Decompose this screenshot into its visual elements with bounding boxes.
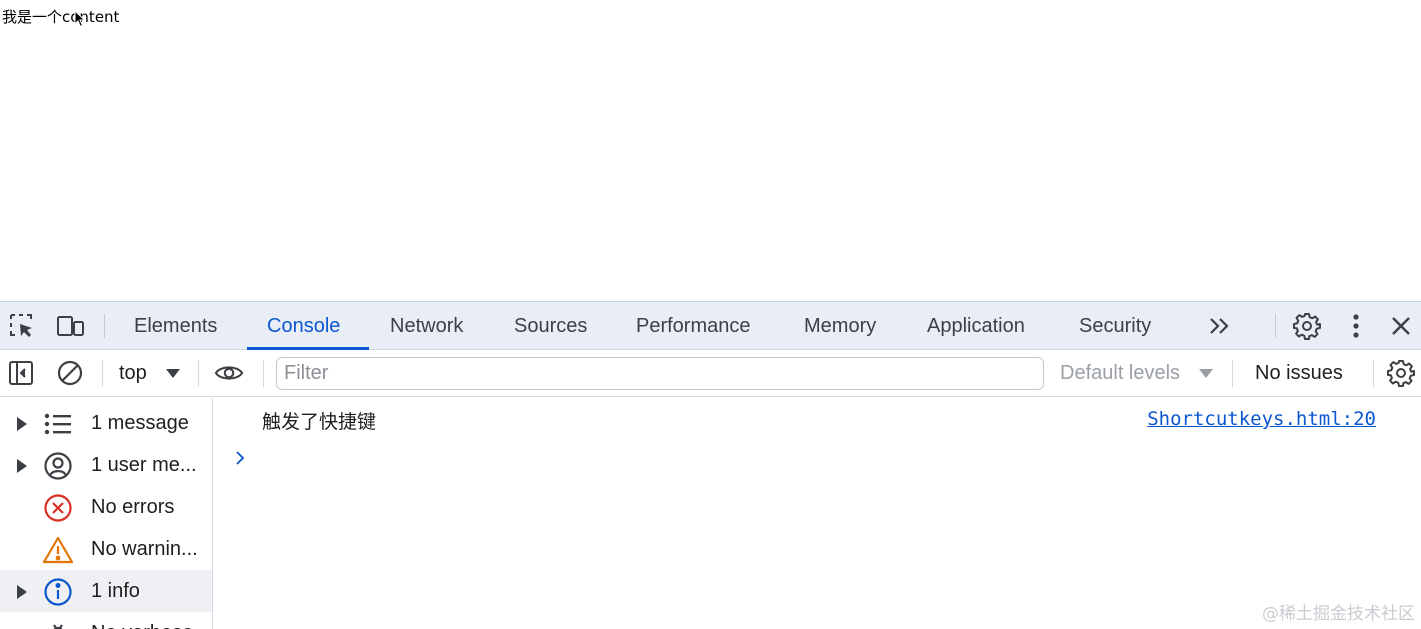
sidebar-item-label: 1 user me... xyxy=(91,454,197,476)
sidebar-item-label: No errors xyxy=(91,496,175,518)
live-expression-eye-icon[interactable] xyxy=(214,358,244,388)
sidebar-item-label: No warnin... xyxy=(91,538,198,560)
tab-performance[interactable]: Performance xyxy=(636,315,751,337)
active-tab-indicator xyxy=(247,347,369,350)
toolbar-divider xyxy=(1232,360,1233,387)
tab-elements[interactable]: Elements xyxy=(134,315,218,337)
page-content-text: 我是一个content xyxy=(2,8,120,26)
sidebar-item-warnings[interactable]: No warnin... xyxy=(0,528,212,570)
warning-icon xyxy=(42,534,74,566)
tab-console[interactable]: Console xyxy=(267,315,341,337)
bug-icon xyxy=(42,618,74,629)
more-tabs-icon[interactable] xyxy=(1204,311,1234,341)
tab-application[interactable]: Application xyxy=(927,315,1025,337)
close-icon[interactable] xyxy=(1386,311,1416,341)
sidebar-item-info[interactable]: 1 info xyxy=(0,570,212,612)
toolbar-divider xyxy=(263,360,264,387)
device-toolbar-icon[interactable] xyxy=(55,311,85,341)
expand-arrow-icon[interactable] xyxy=(17,585,27,599)
console-message-source-link[interactable]: Shortcutkeys.html:20 xyxy=(1147,408,1376,430)
console-prompt-chevron-icon[interactable] xyxy=(234,449,246,472)
tabbar-divider xyxy=(1275,314,1276,338)
chevron-down-icon[interactable] xyxy=(166,369,180,378)
list-icon xyxy=(42,408,74,440)
info-icon xyxy=(42,576,74,608)
console-settings-gear-icon[interactable] xyxy=(1386,358,1416,388)
sidebar-item-label: 1 message xyxy=(91,412,189,434)
expand-arrow-icon[interactable] xyxy=(17,417,27,431)
toolbar-divider xyxy=(102,360,103,387)
expand-arrow-icon[interactable] xyxy=(17,459,27,473)
sidebar-item-label: No verbose xyxy=(91,612,209,629)
chevron-down-icon[interactable] xyxy=(1199,369,1213,378)
console-sidebar: 1 message 1 user me... No errors xyxy=(0,398,213,629)
tab-security[interactable]: Security xyxy=(1079,315,1152,337)
context-selector[interactable]: top xyxy=(119,362,147,384)
inspect-element-icon[interactable] xyxy=(7,311,37,341)
console-toolbar: top Filter Default levels No issues xyxy=(0,350,1421,397)
kebab-menu-icon[interactable] xyxy=(1341,311,1371,341)
sidebar-toggle-icon[interactable] xyxy=(6,358,36,388)
page-viewport: 我是一个content xyxy=(0,0,1421,301)
sidebar-item-label: 1 info xyxy=(91,580,140,602)
filter-input[interactable]: Filter xyxy=(276,357,1044,390)
sidebar-item-user-messages[interactable]: 1 user me... xyxy=(0,444,212,486)
toolbar-divider xyxy=(1373,360,1374,387)
error-icon xyxy=(42,492,74,524)
devtools-tabbar: Elements Console Network Sources Perform… xyxy=(0,302,1421,350)
tabbar-divider xyxy=(104,314,105,338)
sidebar-item-messages[interactable]: 1 message xyxy=(0,402,212,444)
console-message-text: 触发了快捷键 xyxy=(262,411,377,433)
watermark: @稀土掘金技术社区 xyxy=(1262,604,1415,624)
console-output: 触发了快捷键 Shortcutkeys.html:20 xyxy=(214,398,1421,629)
tab-memory[interactable]: Memory xyxy=(804,315,877,337)
tab-sources[interactable]: Sources xyxy=(514,315,588,337)
toolbar-divider xyxy=(198,360,199,387)
sidebar-item-verbose[interactable]: No verbose xyxy=(0,612,212,629)
devtools-panel: Elements Console Network Sources Perform… xyxy=(0,301,1421,629)
log-levels-dropdown[interactable]: Default levels xyxy=(1060,362,1181,384)
clear-console-icon[interactable] xyxy=(55,358,85,388)
issues-counter[interactable]: No issues xyxy=(1255,362,1343,384)
user-icon xyxy=(42,450,74,482)
sidebar-item-errors[interactable]: No errors xyxy=(0,486,212,528)
settings-gear-icon[interactable] xyxy=(1292,311,1322,341)
tab-network[interactable]: Network xyxy=(390,315,464,337)
